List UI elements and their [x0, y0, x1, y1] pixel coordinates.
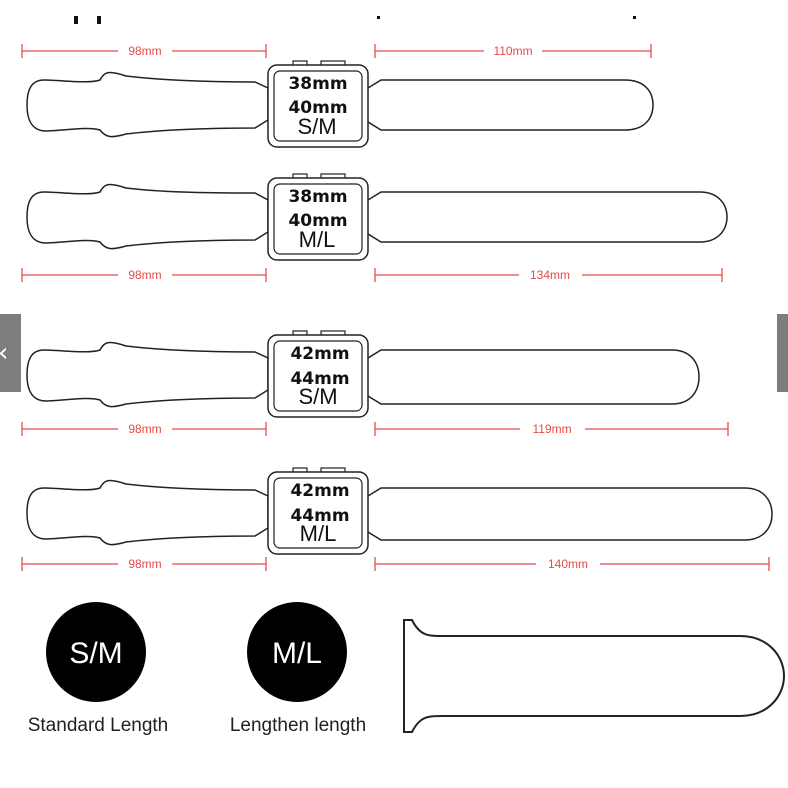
- short-strap-outline: [26, 341, 269, 408]
- watch-case: [267, 60, 369, 148]
- badge-label: S/M: [69, 637, 122, 670]
- long-length-label: 140mm: [548, 557, 588, 571]
- long-strap-outline: [367, 79, 654, 131]
- chevron-left-icon: ‹: [0, 314, 8, 392]
- legend-caption: Standard Length: [28, 715, 169, 736]
- short-strap-outline: [26, 479, 269, 546]
- band-row-4: 42mm 44mm M/L 98mm 140mm: [21, 467, 773, 571]
- short-length-label: 98mm: [128, 557, 161, 571]
- band-row-2: 38mm 40mm M/L 98mm 134mm: [21, 173, 728, 282]
- short-strap-outline: [26, 183, 269, 250]
- case-size-2: 40mm: [288, 211, 347, 231]
- badge-circle: [46, 602, 146, 702]
- carousel-prev-button[interactable]: ‹: [0, 314, 21, 392]
- case-size-1: 38mm: [288, 187, 347, 207]
- case-size-1: 42mm: [290, 344, 349, 364]
- dimension-long: [374, 44, 652, 58]
- badge-label: M/L: [272, 637, 322, 670]
- long-length-label: 134mm: [530, 268, 570, 282]
- fit-label: M/L: [299, 227, 336, 252]
- case-size-1: 38mm: [288, 74, 347, 94]
- short-strap-outline: [26, 71, 269, 138]
- case-size-1: 42mm: [290, 481, 349, 501]
- fit-label: S/M: [297, 114, 336, 139]
- dimension-long: [374, 268, 723, 282]
- fit-label: M/L: [300, 521, 337, 546]
- dimension-short: [21, 44, 267, 58]
- band-row-1: 98mm 110mm 38mm 40mm S/M: [21, 44, 654, 148]
- watch-case: [267, 330, 369, 418]
- watch-case: [267, 467, 369, 555]
- long-strap-outline: [367, 487, 773, 541]
- dimension-long: [374, 557, 770, 571]
- long-strap-outline: [367, 191, 728, 243]
- band-row-3: 42mm 44mm S/M 98mm 119mm: [21, 330, 729, 436]
- long-length-label: 110mm: [493, 44, 532, 58]
- dimension-long: [374, 422, 729, 436]
- carousel-next-button[interactable]: [777, 314, 788, 392]
- short-length-label: 98mm: [128, 268, 161, 282]
- watch-case: [267, 173, 369, 261]
- legend-standard: S/M Standard Length: [28, 602, 169, 736]
- badge-circle: [247, 602, 347, 702]
- long-strap-outline: [367, 349, 700, 405]
- dimension-short: [21, 268, 267, 282]
- short-length-label: 98mm: [128, 44, 161, 58]
- short-length-label: 98mm: [128, 422, 161, 436]
- case-size-2: 40mm: [288, 98, 347, 118]
- long-length-label: 119mm: [532, 422, 571, 436]
- dimension-short: [21, 422, 267, 436]
- dimension-short: [21, 557, 267, 571]
- cropped-heading-fragment: [74, 16, 636, 24]
- case-size-2: 44mm: [290, 369, 349, 389]
- legend-caption: Lengthen length: [230, 715, 366, 736]
- strap-closeup-outline: [403, 619, 786, 733]
- legend-lengthen: M/L Lengthen length: [230, 602, 366, 736]
- case-size-2: 44mm: [290, 506, 349, 526]
- fit-label: S/M: [298, 384, 337, 409]
